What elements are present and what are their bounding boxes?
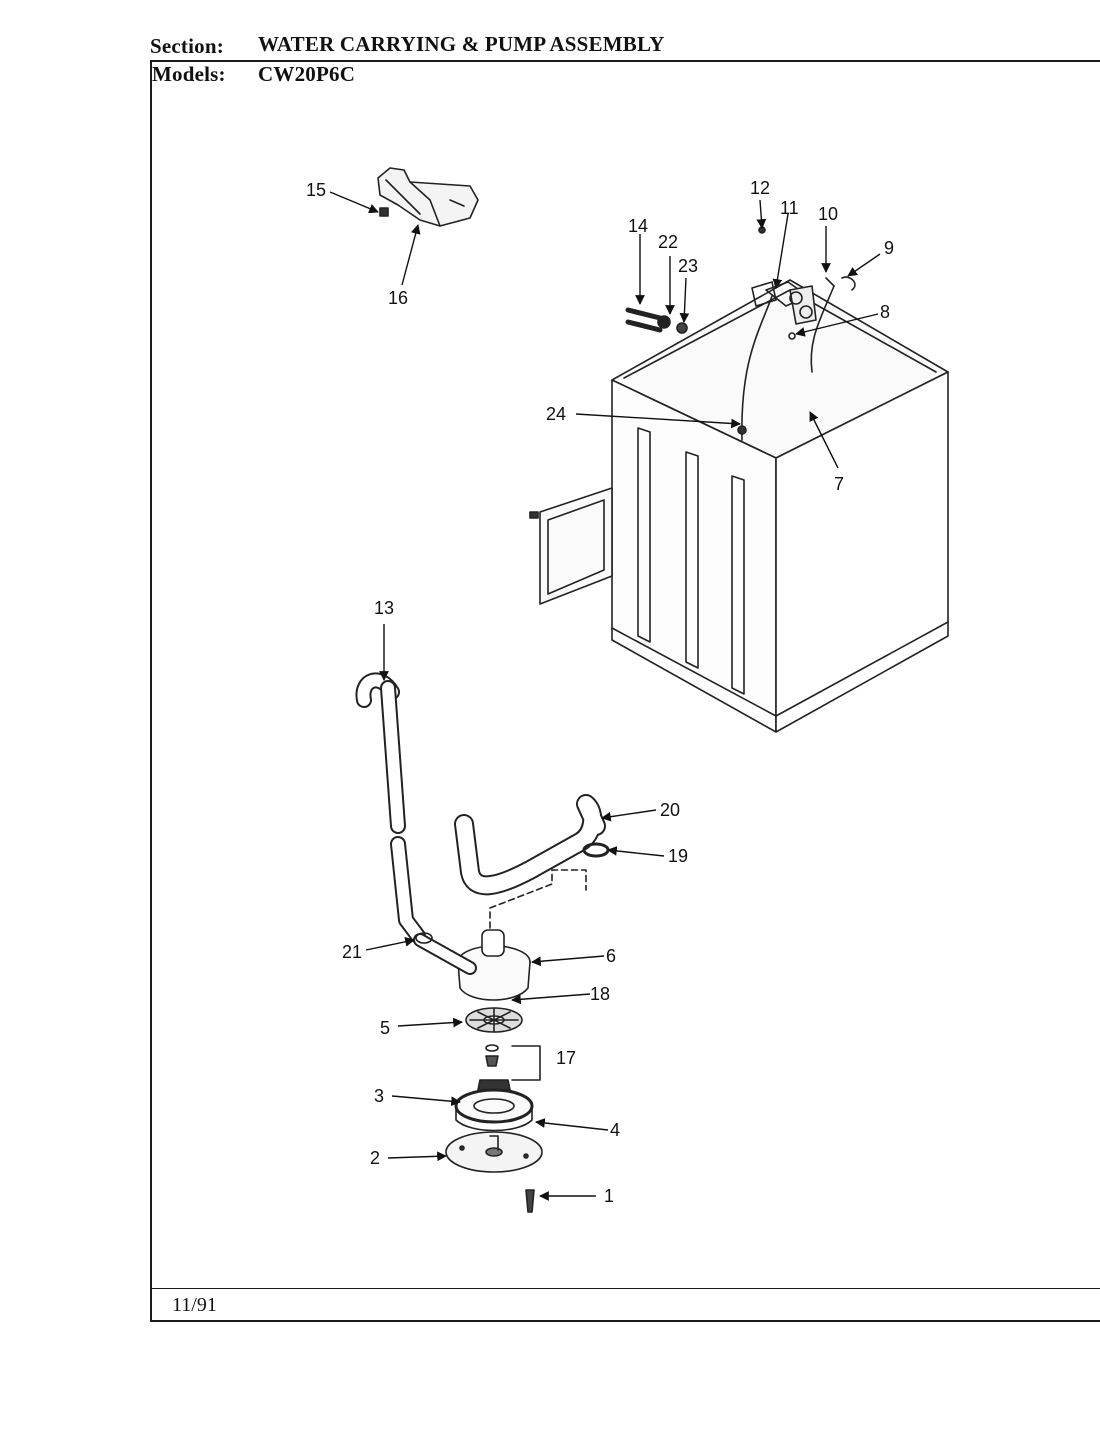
section-label: Section: xyxy=(150,34,224,58)
callout-15: 15 xyxy=(306,180,326,200)
pump-housing xyxy=(413,929,531,1001)
callout-16: 16 xyxy=(388,288,408,308)
callout-4: 4 xyxy=(610,1120,620,1140)
callout-7: 7 xyxy=(834,474,844,494)
callout-5: 5 xyxy=(380,1018,390,1038)
callout-13: 13 xyxy=(374,598,394,618)
leader-lines xyxy=(329,191,881,1201)
callout-17: 17 xyxy=(556,1048,576,1068)
mounting-screw xyxy=(525,1189,535,1213)
diagram-frame xyxy=(150,60,1100,1322)
callout-1: 1 xyxy=(604,1186,614,1206)
callout-24: 24 xyxy=(546,404,566,424)
impeller xyxy=(465,1007,523,1033)
callout-18: 18 xyxy=(590,984,610,1004)
callout-9: 9 xyxy=(884,238,894,258)
footer-rule xyxy=(150,1288,1100,1289)
callout-22: 22 xyxy=(658,232,678,252)
callout-14: 14 xyxy=(628,216,648,236)
callout-11: 11 xyxy=(780,198,799,218)
revision-date: 11/91 xyxy=(172,1294,217,1316)
callout-3: 3 xyxy=(374,1086,384,1106)
pump-base xyxy=(454,1079,534,1132)
models-label: Models: xyxy=(152,62,226,86)
washer-cabinet xyxy=(529,279,949,733)
callout-6: 6 xyxy=(606,946,616,966)
callout-2: 2 xyxy=(370,1148,380,1168)
pump-hose xyxy=(454,794,610,896)
cover-plate xyxy=(445,1131,543,1173)
callout-20: 20 xyxy=(660,800,680,820)
drain-hose xyxy=(355,672,426,944)
callout-12: 12 xyxy=(750,178,770,198)
callout-21: 21 xyxy=(342,942,362,962)
fill-hose-connectors xyxy=(625,307,688,334)
callout-8: 8 xyxy=(880,302,890,322)
section-title: WATER CARRYING & PUMP ASSEMBLY xyxy=(258,32,665,56)
callout-10: 10 xyxy=(818,204,838,224)
callout-23: 23 xyxy=(678,256,698,276)
model-number: CW20P6C xyxy=(258,62,356,86)
bracket-part xyxy=(377,167,479,227)
callout-19: 19 xyxy=(668,846,688,866)
callout-labels: 1 2 3 4 5 6 7 8 9 10 11 12 13 14 15 16 1… xyxy=(306,178,894,1206)
seal-kit xyxy=(485,1044,541,1081)
